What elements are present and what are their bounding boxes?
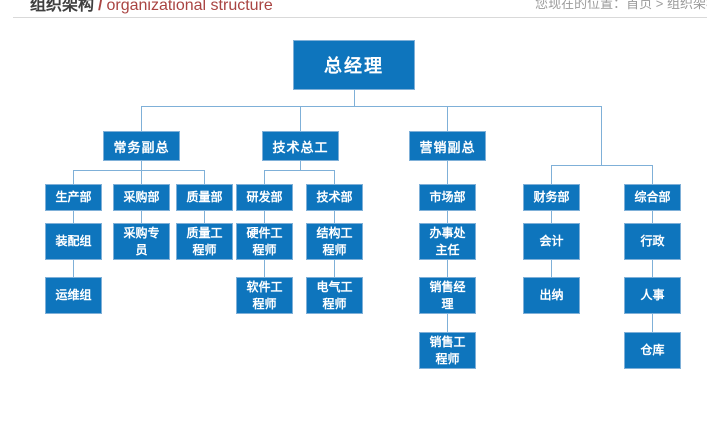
connector-line	[334, 260, 335, 277]
connector-line	[551, 211, 552, 223]
connector-line	[652, 314, 653, 332]
org-node-hr: 人事	[624, 277, 681, 314]
connector-line	[264, 211, 265, 223]
org-node-hardware-engineer: 硬件工 程师	[236, 223, 293, 260]
org-node-structural-engineer: 结构工 程师	[306, 223, 363, 260]
org-node-office-director: 办事处 主任	[419, 223, 476, 260]
connector-line	[204, 170, 205, 184]
connector-line	[264, 170, 265, 184]
org-node-sales-engineer: 销售工 程师	[419, 332, 476, 369]
connector-line	[141, 106, 142, 131]
page-title: 组织架构/organizational structure	[30, 0, 273, 15]
connector-line	[334, 211, 335, 223]
page-title-en: organizational structure	[106, 0, 273, 14]
connector-line	[334, 170, 335, 184]
org-node-electrical-engineer: 电气工 程师	[306, 277, 363, 314]
connector-line	[73, 170, 74, 184]
org-node-purchasing-specialist: 采购专 员	[113, 223, 170, 260]
connector-line	[141, 161, 142, 184]
org-node-quality-engineer: 质量工 程师	[176, 223, 233, 260]
breadcrumb[interactable]: 您现在的位置：首页 > 组织架构	[535, 0, 707, 11]
connector-line	[447, 106, 448, 131]
org-node-accountant: 会计	[523, 223, 580, 260]
connector-line	[652, 165, 653, 184]
connector-line	[551, 165, 652, 166]
connector-line	[447, 211, 448, 223]
connector-line	[447, 161, 448, 184]
connector-line	[73, 170, 204, 171]
org-node-chief-engineer: 技术总工	[262, 131, 339, 161]
page-title-zh: 组织架构	[30, 0, 95, 14]
org-node-cashier: 出纳	[523, 277, 580, 314]
connector-line	[264, 260, 265, 277]
org-node-general-affairs-dept: 综合部	[624, 184, 681, 211]
connector-line	[73, 260, 74, 277]
org-node-operations-group: 运维组	[45, 277, 102, 314]
connector-line	[652, 260, 653, 277]
connector-line	[264, 170, 334, 171]
connector-line	[141, 211, 142, 223]
connector-line	[141, 106, 601, 107]
connector-line	[652, 211, 653, 223]
connector-line	[601, 106, 602, 165]
org-node-executive-vp: 常务副总	[103, 131, 180, 161]
org-node-market-dept: 市场部	[419, 184, 476, 211]
org-node-production-dept: 生产部	[45, 184, 102, 211]
org-node-warehouse: 仓库	[624, 332, 681, 369]
header-divider	[13, 17, 707, 18]
org-node-sales-manager: 销售经 理	[419, 277, 476, 314]
org-node-rd-dept: 研发部	[236, 184, 293, 211]
connector-line	[300, 106, 301, 131]
org-node-assembly-group: 装配组	[45, 223, 102, 260]
connector-line	[204, 211, 205, 223]
connector-line	[551, 165, 552, 184]
connector-line	[300, 161, 301, 170]
org-node-purchasing-dept: 采购部	[113, 184, 170, 211]
org-node-general-manager: 总经理	[293, 40, 415, 90]
org-node-software-engineer: 软件工 程师	[236, 277, 293, 314]
org-node-technical-dept: 技术部	[306, 184, 363, 211]
connector-line	[447, 260, 448, 277]
org-node-quality-dept: 质量部	[176, 184, 233, 211]
org-node-administration: 行政	[624, 223, 681, 260]
connector-line	[447, 314, 448, 332]
title-divider: /	[98, 0, 103, 14]
connector-line	[73, 211, 74, 223]
org-node-marketing-vp: 营销副总	[409, 131, 486, 161]
connector-line	[354, 90, 355, 106]
connector-line	[551, 260, 552, 277]
org-node-finance-dept: 财务部	[523, 184, 580, 211]
